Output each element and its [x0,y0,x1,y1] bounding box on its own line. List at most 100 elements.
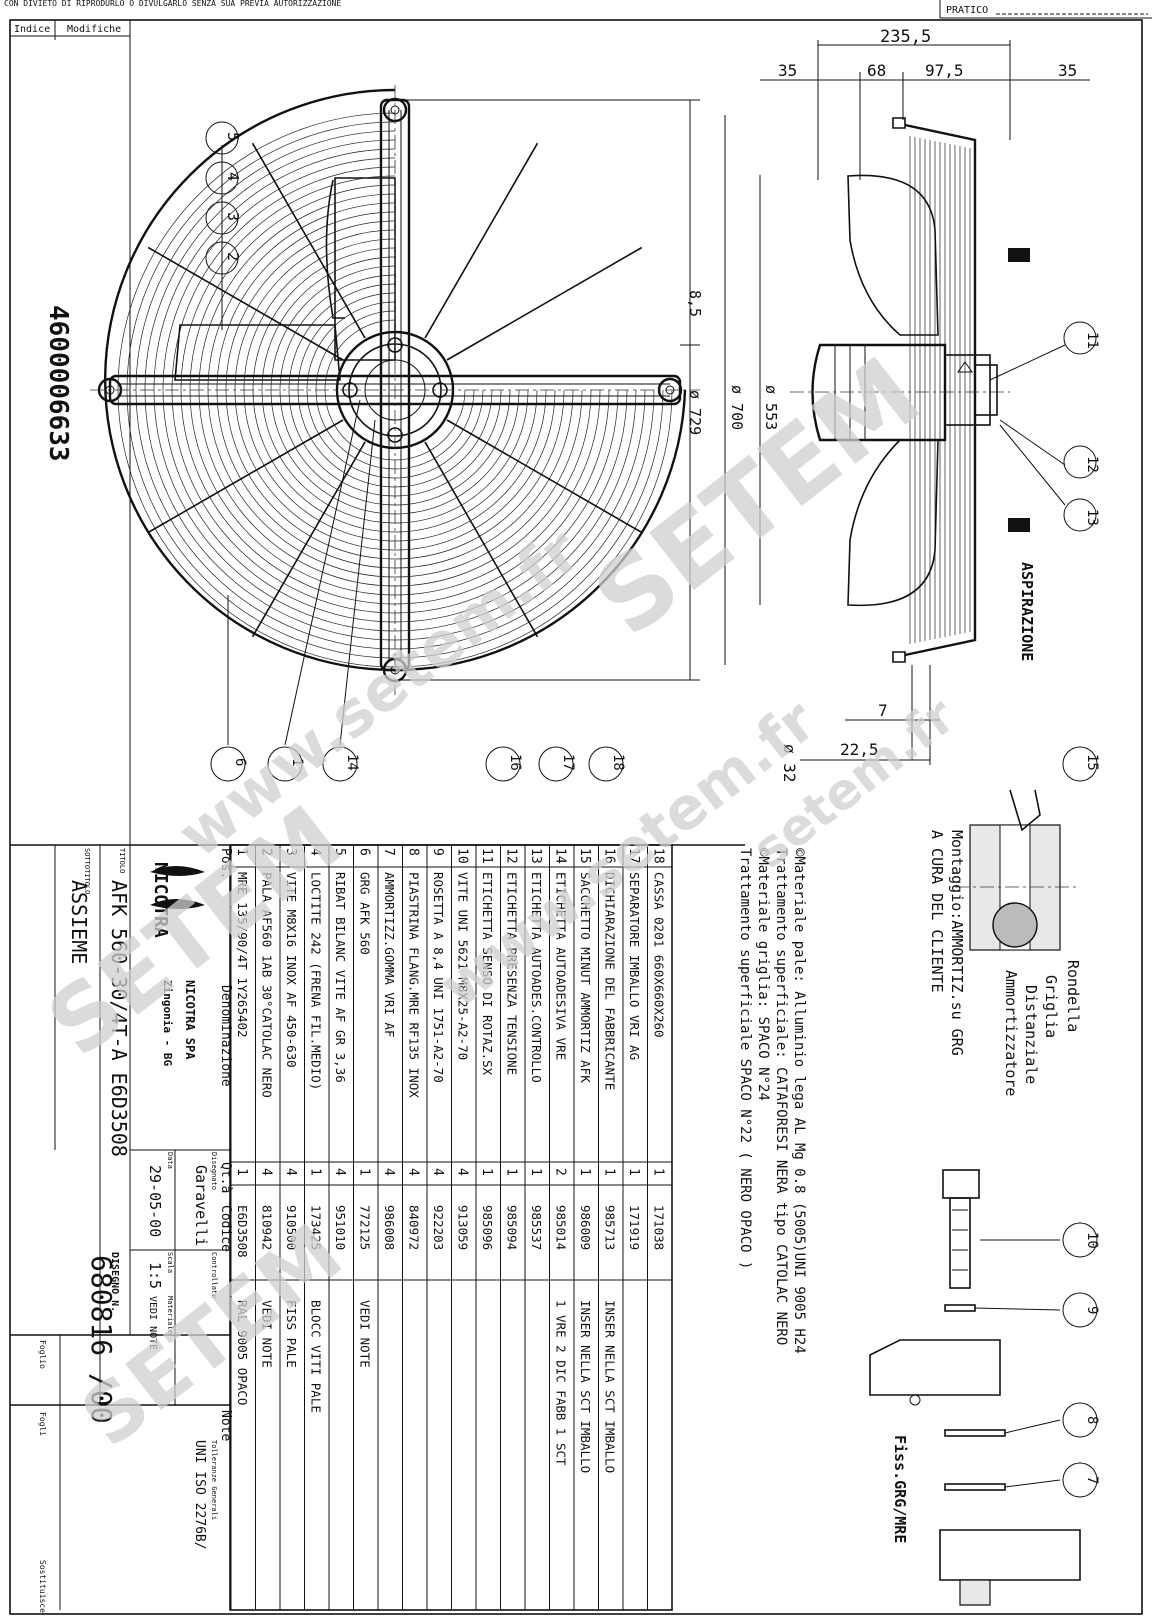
foglio-label: Foglio [38,1340,47,1369]
rondella-label: Rondella [1064,960,1082,1032]
bom-codice: 171038 [652,1205,667,1250]
grille-front-view [90,85,700,695]
part-number: 4600006633 [43,305,73,462]
disegnato-value: Garavelli [192,1165,210,1246]
bom-qta: 1 [234,1168,249,1176]
bom-qta: 1 [577,1168,592,1176]
bom-header-note: Note [218,1410,233,1441]
bom-pos: 6 [357,848,372,856]
bom-pos: 18 [651,848,666,864]
grille-spoke [424,142,539,339]
dim-8-5: 8,5 [686,290,704,317]
company-full: NICOTRA SPA [183,980,197,1060]
fogli-label: Fogli [38,1412,47,1436]
bom-denominazione: ETICHETTA AUTOADES.CONTROLLO [529,872,544,1083]
bom-qta: 1 [626,1168,641,1176]
bom-qta: 4 [332,1168,347,1176]
drawing-subtitle: ASSIEME [67,880,91,964]
bom-header-pos: Pos. [218,848,233,879]
bom-pos: 17 [626,848,641,864]
company-logo-text: NICOTRA [150,862,171,938]
fan-side-view: ASPIRAZIONE [790,117,1036,663]
balloon-2 [205,241,239,275]
dim-553: ø 553 [762,385,780,430]
grille-spoke [251,441,366,638]
pratico-label: PRATICO [946,5,988,16]
bom-pos: 5 [332,848,347,856]
bom-denominazione: ETICHETTA AUTOADESIVA VRE [554,872,569,1060]
note-line-3: ©Materiale griglia: SPACO N°24 [755,848,771,1101]
note-line-1: ©Materiale pale: Alluminio lega AL Mg 0.… [791,848,807,1354]
bom-qta: 4 [259,1168,274,1176]
bom-qta: 2 [553,1168,568,1176]
bom-qta: 1 [602,1168,617,1176]
bom-pos: 14 [553,848,568,864]
data-label: Data [166,1152,174,1169]
bom-qta: 1 [504,1168,519,1176]
dim-700: ø 700 [728,385,746,430]
balloon-3 [205,201,239,235]
bom-pos: 11 [479,848,494,864]
tolleranze-label: Tolleranze Generali [210,1440,218,1520]
bom-denominazione: SACCHETTO MINUT AMMORTIZ AFK [578,872,593,1083]
bom-note: RAL 9005 OPACO [235,1300,250,1405]
distanziale-label: Distanziale [1022,985,1040,1084]
balloons-left: 5 4 3 2 [205,121,242,330]
grille-spoke [147,246,344,361]
aspirazione-label: ASPIRAZIONE [1018,562,1036,661]
materiale-label: Materiale [166,1296,174,1334]
dim-7: 7 [878,701,888,720]
balloon-2-label: 2 [224,252,242,261]
front-view-dimensions: 8,5 ø 729 ø 700 ø 553 [395,99,780,681]
blade-upper [847,174,939,336]
grille-spoke [446,246,643,361]
balloon-12-label: 12 [1084,456,1100,473]
bom-pos: 3 [283,848,298,856]
grille-spokes [147,142,643,638]
drawing-title: AFK 560-30/4T-A E6D3508 [107,880,131,1157]
grille-spoke [424,441,539,638]
data-value: 29-05-00 [146,1165,164,1237]
balloon-9-label: 9 [1084,1306,1100,1314]
balloon-14-label: 14 [344,754,360,771]
bom-codice: 986008 [382,1205,397,1250]
bom-codice: 173425 [309,1205,324,1250]
balloon-17-label: 17 [560,754,576,771]
sostituisce-label: Sostituisce il [38,1560,47,1618]
bom-codice: 985537 [529,1205,544,1250]
bom-pos: 10 [455,848,470,864]
bom-codice: E6D3508 [235,1205,250,1258]
drawing-number: 680816 /00 [85,1255,118,1424]
controllato-label: Controllato [210,1252,218,1298]
bom-note: VEDI NOTE [358,1300,373,1368]
bom-denominazione: GRG AFK 560 [358,872,373,955]
montaggio-line1: Montaggio:AMMORTIZ.su GRG [948,830,966,1056]
dim-35-left: 35 [778,61,797,80]
mounting-detail: Rondella Griglia Distanziale Ammortizzat… [928,789,1082,1096]
dim-68: 68 [867,61,886,80]
bom-note: INSER NELLA SCT IMBALLO [578,1300,593,1473]
balloon-5-label: 5 [224,132,242,141]
bom-pos: 16 [602,848,617,864]
bom-qta: 4 [406,1168,421,1176]
bill-of-materials: Pos. Denominazione Qt.à Codice Note 18CA… [218,844,673,1611]
company-location: Zingonia - BG [161,980,174,1066]
dim-32: ø 32 [780,744,799,783]
balloon-4-label: 4 [224,172,242,181]
bom-qta: 1 [528,1168,543,1176]
bom-note: VEDI NOTE [260,1300,275,1368]
balloon-15-label: 15 [1084,754,1100,771]
drawing-frame [9,19,1143,1615]
balloon-10-label: 10 [1084,1232,1100,1249]
balloon-8-label: 8 [1084,1416,1100,1424]
bom-qta: 1 [308,1168,323,1176]
bom-codice: 985096 [480,1205,495,1250]
bom-codice: 910500 [284,1205,299,1250]
sottotitolo-label: SOTTOTITOLO [83,848,91,894]
grille-spoke [446,419,643,534]
material-notes: ©Materiale pale: Alluminio lega AL Mg 0.… [737,848,807,1354]
balloon-7-label: 7 [1084,1476,1100,1484]
bom-codice: 985094 [505,1205,520,1250]
balloon-6-label: 6 [232,758,248,766]
